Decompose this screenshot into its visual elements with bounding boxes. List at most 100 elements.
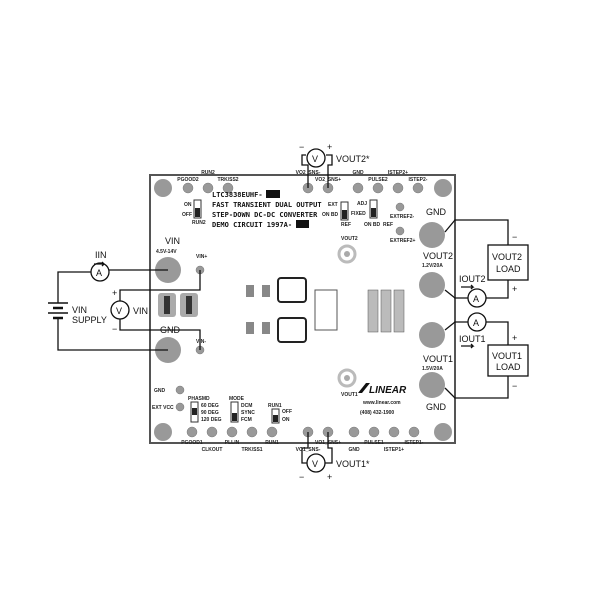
label: PHASMD [188, 396, 210, 402]
vout2-bnc [337, 244, 357, 264]
voltmeter-vin [110, 300, 130, 320]
turret[interactable] [372, 182, 384, 194]
label: − [299, 142, 304, 152]
turret[interactable] [186, 426, 198, 438]
turret[interactable] [206, 426, 218, 438]
label: IIN [95, 250, 107, 260]
battery-icon [48, 302, 68, 320]
label: LOAD [496, 264, 521, 274]
label: VIN+ [196, 254, 207, 260]
label: VOUT2* [336, 154, 370, 164]
turret[interactable] [246, 426, 258, 438]
turret[interactable] [352, 182, 364, 194]
turret-label: TRK/SS2 [217, 177, 238, 183]
turret[interactable] [202, 182, 214, 194]
turret-label: VO1_SNS- [296, 447, 321, 453]
turret[interactable] [222, 182, 234, 194]
turret-label: PGOOD2 [177, 177, 199, 183]
board-subtitle: STEP-DOWN DC-DC CONVERTER [212, 211, 318, 219]
turret[interactable] [266, 426, 278, 438]
turret[interactable] [408, 426, 420, 438]
label: 1.5V/20A [422, 366, 443, 372]
label: VOUT2 [423, 251, 453, 261]
label: FIXED [351, 211, 366, 217]
part-suffix-box [266, 190, 280, 198]
label: IOUT1 [459, 334, 486, 344]
label: ON [184, 202, 192, 208]
label: 120 DEG [201, 417, 222, 423]
label: − [512, 232, 517, 242]
label: OFF [182, 212, 192, 218]
turret-extvcc[interactable] [175, 402, 185, 412]
label: VIN- [196, 339, 206, 345]
label: GND [426, 402, 447, 412]
ammeter-iout1 [467, 312, 487, 332]
label: 60 DEG [201, 403, 219, 409]
board-subtitle: DEMO CIRCUIT 1997A- [212, 221, 292, 229]
turret[interactable] [182, 182, 194, 194]
gnd-terminal-1[interactable] [419, 372, 445, 398]
power-stage [246, 277, 405, 343]
jumper-mode[interactable] [230, 401, 239, 423]
turret-label: ISTEP1- [405, 440, 424, 446]
turret-extref2-minus[interactable] [395, 202, 405, 212]
label: FCM [241, 417, 252, 423]
turret-extref2-plus[interactable] [395, 226, 405, 236]
turret-label: RUN1 [265, 440, 279, 446]
turret[interactable] [368, 426, 380, 438]
mount-hole [154, 179, 172, 197]
label: REF [341, 222, 351, 228]
turret-gnd[interactable] [175, 385, 185, 395]
label: SUPPLY [72, 315, 107, 325]
turret[interactable] [226, 426, 238, 438]
label: IOUT2 [459, 274, 486, 284]
label: ADJ [357, 201, 367, 207]
voltmeter-vout2 [306, 148, 326, 168]
label: VOUT2 [492, 252, 522, 262]
voltmeter-symbol: V [312, 459, 318, 469]
board-subtitle: FAST TRANSIENT DUAL OUTPUT [212, 201, 322, 209]
voltmeter-symbol: V [312, 154, 318, 164]
ammeter-iout2 [467, 288, 487, 308]
svg-text:LINEAR: LINEAR [369, 385, 407, 396]
label: − [112, 324, 117, 334]
vout2-load [487, 244, 529, 281]
label: − [512, 381, 517, 391]
turret[interactable] [392, 182, 404, 194]
linear-logo: LINEAR [358, 383, 407, 396]
label: 4.5V-14V [156, 249, 177, 255]
turret[interactable] [388, 426, 400, 438]
vout1-bnc [337, 368, 357, 388]
turret-label: ISTEP1+ [384, 447, 404, 453]
turret-label: GND [352, 170, 364, 176]
turret-label: PULSE1 [364, 440, 384, 446]
turret-label: PGOOD1 [181, 440, 203, 446]
gnd-terminal-2[interactable] [419, 222, 445, 248]
board-title: LTC3838EUHF- [212, 191, 263, 199]
label: VIN [72, 305, 87, 315]
label: + [512, 333, 517, 343]
turret-label: RUN2 [201, 170, 215, 176]
turret-label: PLLIN [225, 440, 240, 446]
mount-hole [434, 423, 452, 441]
label: LOAD [496, 362, 521, 372]
turret[interactable] [348, 426, 360, 438]
label: GND [154, 388, 166, 394]
label: + [327, 142, 332, 152]
turret-label: TRK/SS1 [241, 447, 262, 453]
vout1-load [487, 344, 529, 377]
vout2-terminal[interactable] [419, 272, 445, 298]
label: + [112, 288, 117, 298]
label: EXT VCC [152, 405, 174, 411]
voltmeter-vout1 [306, 453, 326, 473]
mount-hole [434, 179, 452, 197]
label: + [327, 472, 332, 482]
turret-label: CLKOUT [202, 447, 223, 453]
ammeter-symbol: A [473, 318, 479, 328]
turret[interactable] [412, 182, 424, 194]
label: RUN1 [268, 403, 282, 409]
vout1-terminal[interactable] [419, 322, 445, 348]
label: OFF [282, 409, 292, 415]
ammeter-symbol: A [96, 268, 102, 278]
